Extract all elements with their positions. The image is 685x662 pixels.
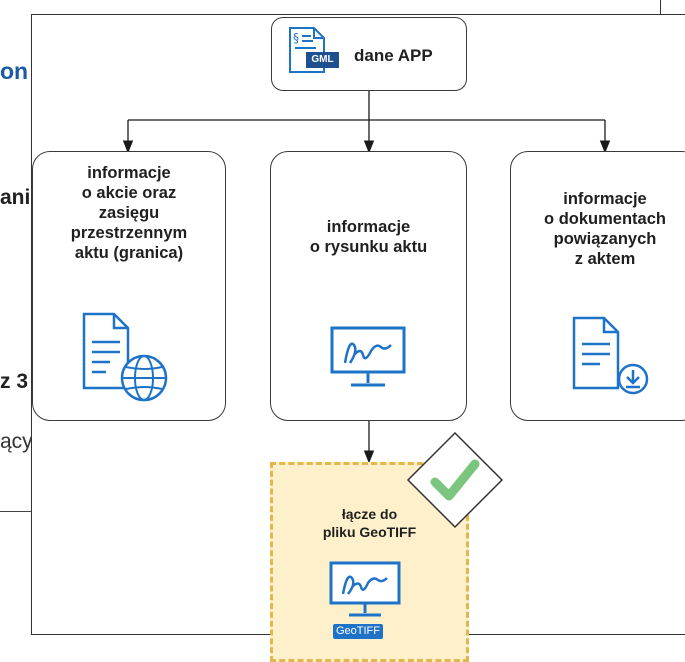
geotiff-link-label: łącze do pliku GeoTIFF xyxy=(322,506,417,540)
background-bold-fragment: ani xyxy=(0,186,31,209)
page-border-fragment xyxy=(660,0,661,14)
background-heading-fragment: on xyxy=(0,58,29,84)
gml-document-icon: § xyxy=(289,27,325,73)
source-label: dane APP xyxy=(354,46,433,65)
geotiff-badge: GeoTIFF xyxy=(333,624,383,639)
background-text-fragment: ący xyxy=(0,430,33,453)
info-box-label: informacje o akcie oraz zasięgu przestrz… xyxy=(70,164,188,262)
gml-badge: GML xyxy=(306,52,339,68)
page-rule-fragment xyxy=(0,511,32,512)
svg-text:§: § xyxy=(293,31,299,45)
document-download-icon xyxy=(572,316,649,395)
info-box-label: informacje o dokumentach powiązanych z a… xyxy=(544,190,666,268)
document-globe-icon xyxy=(82,312,168,402)
checkmark-icon xyxy=(406,431,504,529)
info-box-act-drawing: informacje o rysunku aktu xyxy=(270,151,467,421)
background-bold-fragment: z 3 xyxy=(0,370,29,393)
monitor-signature-icon xyxy=(330,326,406,387)
monitor-signature-icon xyxy=(329,561,401,617)
info-box-label: informacje o rysunku aktu xyxy=(309,218,428,256)
